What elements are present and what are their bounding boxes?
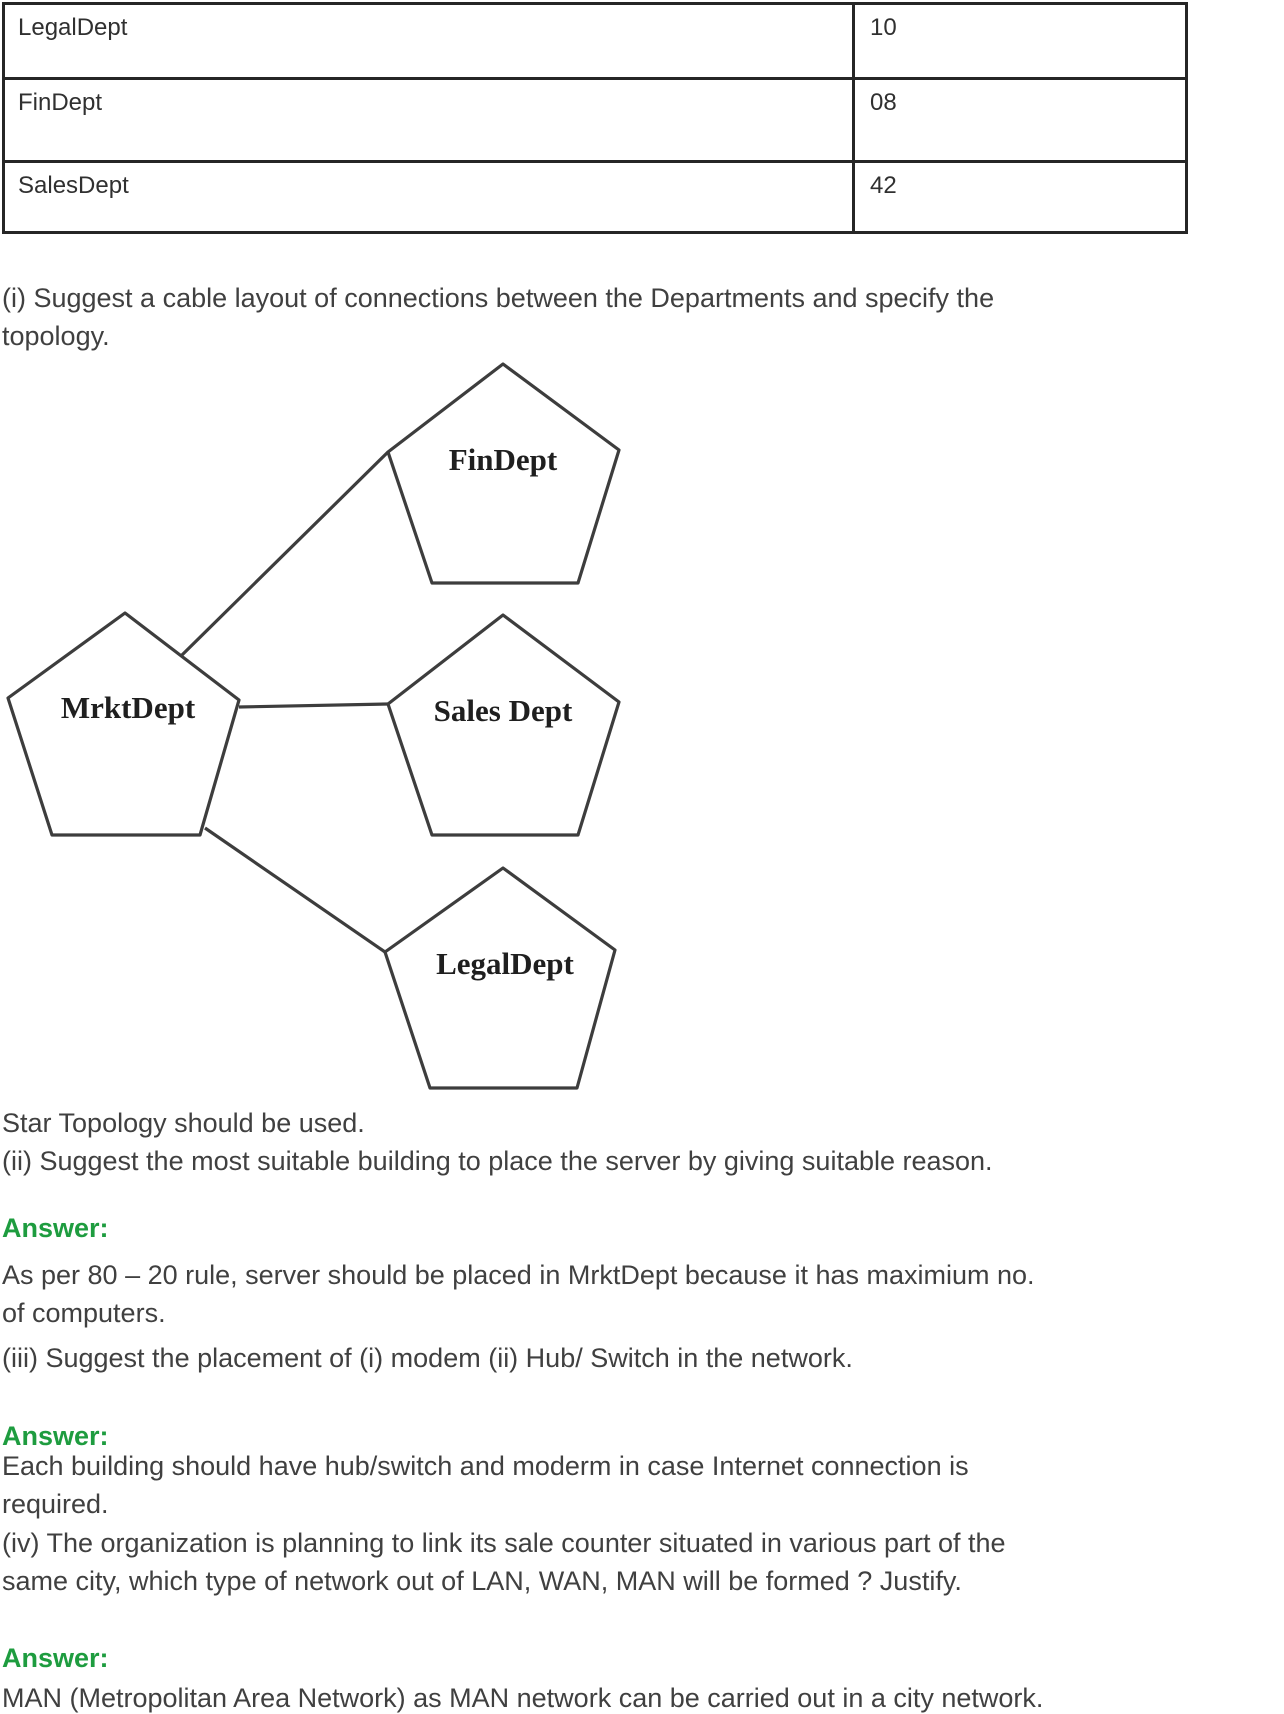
cable-connections <box>180 450 390 954</box>
node-findept: FinDept <box>386 362 621 585</box>
question-ii-text: (ii) Suggest the most suitable building … <box>2 1146 993 1176</box>
pentagon-mrktdept <box>6 611 241 837</box>
dept-name-cell: FinDept <box>18 89 103 116</box>
computer-count-cell: 08 <box>852 80 1185 160</box>
answer-ii-text: As per 80 – 20 rule, server should be pl… <box>2 1260 1035 1328</box>
answer-label: Answer: <box>2 1213 109 1243</box>
node-label-mrktdept: MrktDept <box>61 690 196 725</box>
cable-mrktdept-salesdept <box>238 702 389 709</box>
node-label-legaldept: LegalDept <box>436 946 574 981</box>
node-legaldept: LegalDept <box>383 866 617 1090</box>
table-row: LegalDept 10 <box>5 5 1185 77</box>
answer-iv-text: MAN (Metropolitan Area Network) as MAN n… <box>2 1683 1044 1713</box>
answer-i-text: Star Topology should be used. <box>2 1108 365 1138</box>
answer-label: Answer: <box>2 1421 109 1451</box>
dept-name-cell: LegalDept <box>18 14 128 41</box>
cable-mrktdept-findept <box>180 450 390 657</box>
node-label-salesdept: Sales Dept <box>434 693 573 728</box>
question-i-text: (i) Suggest a cable layout of connection… <box>2 283 995 351</box>
answer-iii-text: Each building should have hub/switch and… <box>2 1451 969 1519</box>
node-label-findept: FinDept <box>449 442 558 477</box>
node-salesdept: Sales Dept <box>386 613 621 837</box>
pentagon-legaldept <box>383 866 617 1090</box>
pentagon-salesdept <box>386 613 621 837</box>
computer-count-cell: 10 <box>852 5 1185 77</box>
topology-diagram: FinDept MrktDept Sales Dept LegalDept <box>6 362 621 1090</box>
question-iii-text: (iii) Suggest the placement of (i) modem… <box>2 1343 853 1373</box>
question-iv-text: (iv) The organization is planning to lin… <box>2 1528 1006 1596</box>
cable-mrktdept-legaldept <box>204 826 386 954</box>
table-row: SalesDept 42 <box>5 160 1185 231</box>
pentagon-findept <box>386 362 621 585</box>
computers-table: LegalDept 10 FinDept 08 SalesDept 42 <box>2 2 1188 234</box>
dept-name-cell: SalesDept <box>18 172 129 199</box>
computer-count-cell: 42 <box>852 163 1185 231</box>
answer-label: Answer: <box>2 1643 109 1673</box>
node-mrktdept: MrktDept <box>6 611 241 837</box>
table-row: FinDept 08 <box>5 77 1185 160</box>
